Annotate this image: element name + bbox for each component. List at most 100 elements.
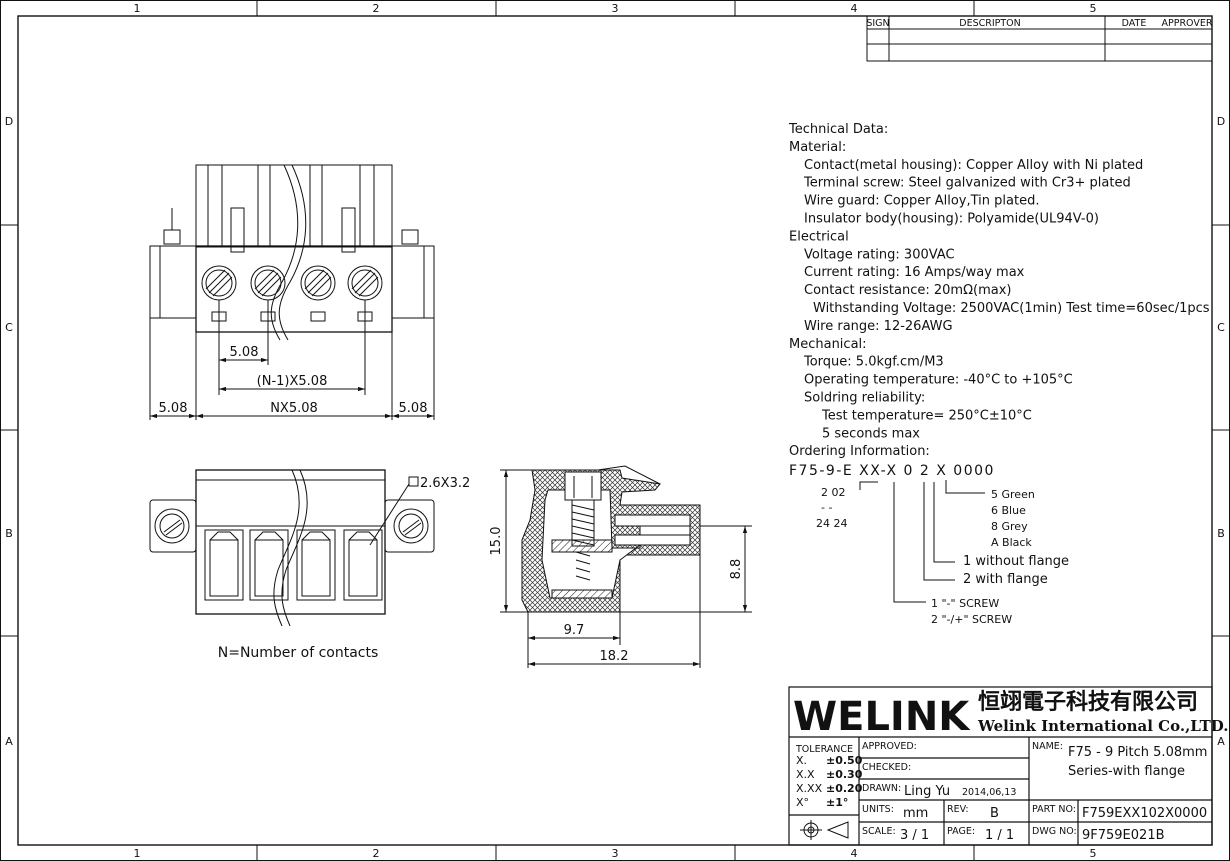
dwgno-label: DWG NO:: [1032, 826, 1077, 837]
top-view: [149, 469, 435, 627]
contacts-note: N=Number of contacts: [218, 645, 379, 661]
rev-value: B: [990, 806, 999, 821]
tolerance-key: X°: [796, 796, 809, 809]
dim-depth-short: 9.7: [564, 623, 585, 638]
order-position-dash: - -: [821, 501, 832, 514]
company-name-cn: 恒翊電子科技有限公司: [978, 689, 1198, 715]
spec-line: Terminal screw: Steel galvanized with Cr…: [803, 176, 1131, 191]
col-label-bottom: 1: [134, 847, 141, 860]
tolerance-value: ±1°: [826, 796, 848, 809]
row-label-left: B: [5, 527, 13, 540]
scale-value: 3 / 1: [900, 828, 929, 843]
side-section-view: [500, 465, 752, 668]
dim-right-flange: 5.08: [399, 401, 428, 416]
spec-line: Contact(metal housing): Copper Alloy wit…: [804, 158, 1143, 173]
rev-sign-header: SIGN: [866, 18, 889, 29]
technical-data: Technical Data:Material:Contact(metal ho…: [788, 122, 1210, 459]
col-label-top: 4: [851, 2, 858, 15]
dim-nx: NX5.08: [270, 401, 318, 416]
order-flange-with: 2 with flange: [963, 572, 1048, 587]
spec-line: Ordering Information:: [789, 444, 930, 459]
tolerance-value: ±0.20: [826, 782, 863, 795]
spec-line: Wire guard: Copper Alloy,Tin plated.: [804, 194, 1039, 209]
order-position-2: 2 02: [821, 486, 846, 499]
title-block: WELINK 恒翊電子科技有限公司 Welink International C…: [788, 686, 1229, 846]
spec-line: Electrical: [789, 229, 849, 244]
spec-line: Wire range: 12-26AWG: [804, 319, 953, 334]
col-label-top: 2: [373, 2, 380, 15]
order-color-blue: 6 Blue: [991, 504, 1026, 517]
spec-line: Technical Data:: [788, 122, 888, 137]
row-label-right: B: [1217, 527, 1225, 540]
drawn-by: Ling Yu: [904, 784, 950, 799]
col-label-bottom: 5: [1090, 847, 1097, 860]
dim-side-height: 8.8: [729, 559, 744, 580]
row-label-left: D: [5, 115, 13, 128]
col-label-bottom: 3: [612, 847, 619, 860]
order-color-green: 5 Green: [991, 488, 1035, 501]
front-screw-holes: [201, 265, 383, 301]
spec-line: Current rating: 16 Amps/way max: [804, 265, 1025, 280]
dim-n-minus-1: (N-1)X5.08: [257, 374, 328, 389]
order-position-24: 24 24: [816, 517, 848, 530]
order-color-black: A Black: [991, 536, 1032, 549]
spec-line: 5 seconds max: [822, 426, 920, 441]
spec-line: Operating temperature: -40°C to +105°C: [804, 373, 1073, 388]
rev-label: REV:: [947, 804, 969, 815]
tolerance-value: ±0.30: [826, 768, 863, 781]
approved-label: APPROVED:: [862, 741, 917, 752]
dim-pitch: 5.08: [230, 345, 259, 360]
dim-height: 15.0: [489, 527, 504, 556]
spec-line: Test temperature= 250°C±10°C: [821, 408, 1032, 423]
dim-depth-long: 18.2: [600, 649, 629, 664]
row-label-right: D: [1217, 115, 1225, 128]
partno-value: F759EXX102X0000: [1082, 806, 1207, 821]
row-label-right: C: [1217, 321, 1225, 334]
tolerance-key: X.: [796, 754, 807, 767]
col-label-top: 1: [134, 2, 141, 15]
spec-line: Soldring reliability:: [804, 391, 925, 406]
top-view-cells: [204, 529, 383, 601]
dim-screw-hole: 2.6X3.2: [420, 476, 470, 491]
order-leader-lines: [859, 480, 985, 603]
units-value: mm: [903, 806, 928, 821]
rev-date-header: DATE: [1122, 18, 1147, 29]
order-screw-minus: 1 "-" SCREW: [931, 597, 999, 610]
row-label-left: A: [5, 735, 13, 748]
drawn-date: 2014,06,13: [962, 787, 1016, 798]
tolerance-key: X.XX: [796, 782, 823, 795]
order-flange-without: 1 without flange: [963, 554, 1069, 569]
name-line2: Series-with flange: [1068, 764, 1185, 779]
spec-line: Withstanding Voltage: 2500VAC(1min) Test…: [813, 301, 1210, 316]
name-label: NAME:: [1032, 741, 1063, 752]
projection-symbol-icon: [800, 820, 849, 840]
tolerance-label: TOLERANCE: [795, 744, 853, 755]
tolerance-value: ±0.50: [826, 754, 863, 767]
zone-labels: 1 2 3 4 5 1 2 3 4 5 D C B A D C B A: [5, 2, 1225, 860]
drawn-label: DRAWN:: [862, 783, 901, 794]
checked-label: CHECKED:: [862, 762, 911, 773]
company-logo: WELINK: [793, 694, 971, 740]
order-code: F75-9-E XX-X 0 2 X 0000: [789, 463, 995, 479]
revision-table: SIGN DESCRIPTON DATE APPROVER: [866, 15, 1213, 62]
front-view-dimensions: 5.08 (N-1)X5.08 NX5.08 5.08 5.08: [159, 345, 428, 416]
spec-line: Mechanical:: [789, 337, 867, 352]
spec-line: Insulator body(housing): Polyamide(UL94V…: [804, 212, 1099, 227]
page-label: PAGE:: [947, 826, 975, 837]
col-label-bottom: 4: [851, 847, 858, 860]
partno-label: PART NO:: [1032, 804, 1076, 815]
tolerance-key: X.X: [796, 768, 815, 781]
row-label-right: A: [1217, 735, 1225, 748]
company-name-en: Welink International Co.,LTD.: [977, 717, 1229, 735]
order-screw-plusminus: 2 "-/+" SCREW: [931, 613, 1012, 626]
name-line1: F75 - 9 Pitch 5.08mm: [1068, 745, 1207, 760]
dim-left-flange: 5.08: [159, 401, 188, 416]
rev-approver-header: APPROVER: [1162, 18, 1213, 29]
row-label-left: C: [5, 321, 13, 334]
units-label: UNITS:: [862, 804, 894, 815]
col-label-top: 3: [612, 2, 619, 15]
dwgno-value: 9F759E021B: [1082, 828, 1165, 843]
side-view-dimensions: 15.0 8.8 9.7 18.2: [489, 527, 744, 664]
